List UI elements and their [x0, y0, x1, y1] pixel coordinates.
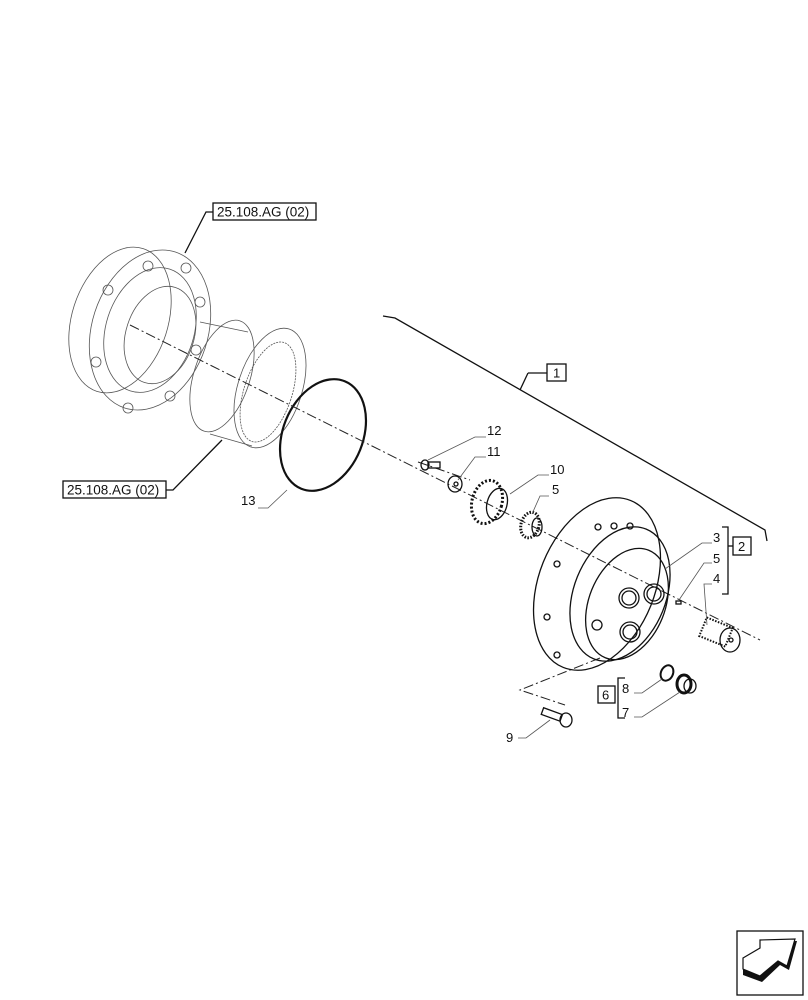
needle-bearing-5[interactable]	[518, 510, 543, 540]
callout-7[interactable]: 7	[622, 691, 681, 720]
assembly-box-label: 1	[553, 366, 560, 381]
callout-12[interactable]: 12	[427, 423, 501, 461]
callout-5-bearing-label: 5	[552, 482, 559, 497]
plug-7-part[interactable]	[675, 673, 697, 695]
bolt-9-part[interactable]	[540, 706, 573, 728]
assembly-leader-diag	[519, 372, 529, 391]
housing-reference-label[interactable]: 25.108.AG (02)	[217, 205, 309, 220]
callout-11-label: 11	[487, 444, 501, 459]
callout-12-label: 12	[487, 423, 501, 438]
callout-10[interactable]: 10	[509, 462, 564, 495]
washer-11-part[interactable]	[447, 475, 463, 493]
bolt-axis	[518, 657, 601, 706]
plug-kit-box[interactable]: 6	[597, 677, 625, 719]
o-ring[interactable]	[264, 366, 382, 504]
planet-carrier-3[interactable]	[510, 479, 689, 689]
callout-5-pin-label: 5	[713, 551, 720, 566]
pin-5-part[interactable]	[675, 600, 682, 605]
callout-3[interactable]: 3	[664, 530, 720, 570]
callout-9[interactable]: 9	[506, 719, 551, 745]
callout-4-label: 4	[713, 571, 720, 586]
planet-gear-10[interactable]	[467, 477, 511, 527]
callout-8[interactable]: 8	[622, 678, 663, 696]
callout-4[interactable]: 4	[703, 571, 720, 626]
bolt-12-part[interactable]	[420, 459, 441, 471]
bolt-axis-top	[417, 461, 471, 481]
carrier-kit-box-label: 2	[738, 539, 745, 554]
callout-9-label: 9	[506, 730, 513, 745]
hub-housing[interactable]	[51, 234, 230, 426]
callout-13[interactable]: 13	[241, 489, 288, 509]
callout-3-label: 3	[713, 530, 720, 545]
callout-10-label: 10	[550, 462, 564, 477]
carrier-kit-box[interactable]: 2	[722, 526, 752, 595]
housing-reference[interactable]: 25.108.AG (02)	[184, 202, 317, 254]
callout-8-label: 8	[622, 681, 629, 696]
plug-kit-box-label: 6	[602, 688, 609, 703]
callout-5-pin[interactable]: 5	[678, 551, 720, 601]
ring-gear-reference-label[interactable]: 25.108.AG (02)	[67, 483, 159, 498]
seal-8-part[interactable]	[658, 663, 676, 683]
planet-shaft-4[interactable]	[697, 616, 741, 653]
ring-gear-reference[interactable]: 25.108.AG (02)	[62, 439, 223, 499]
callout-7-label: 7	[622, 705, 629, 720]
callout-5-bearing[interactable]: 5	[531, 482, 559, 515]
callout-13-label: 13	[241, 493, 255, 508]
assembly-box[interactable]: 1	[546, 363, 567, 382]
callout-11[interactable]: 11	[457, 444, 501, 481]
next-page-arrow-icon[interactable]	[736, 930, 804, 996]
assembly-bracket-line	[382, 315, 768, 542]
centerline	[129, 324, 761, 641]
